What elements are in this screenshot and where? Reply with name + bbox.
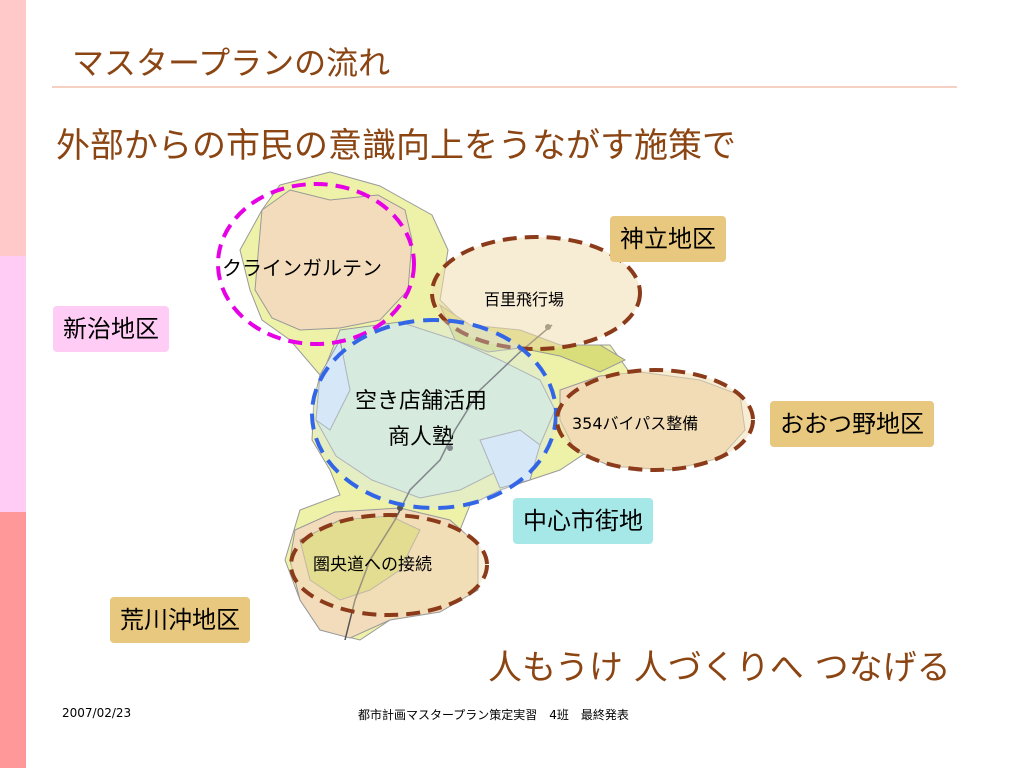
slogan: 人もうけ 人づくりへ つなげる (488, 648, 951, 688)
kleingarten-circle (216, 182, 416, 346)
region-lightblue-west (315, 338, 351, 431)
region-niiji (254, 189, 413, 331)
airfield-label: 百里飛行場 (484, 290, 565, 309)
district-jinryu: 神立地区 (610, 216, 726, 262)
airfield-circle (430, 235, 642, 351)
akiten-label-line2: 商人塾 (388, 425, 455, 450)
district-niiji: 新治地区 (53, 306, 169, 352)
region-lightblue-east (479, 429, 541, 489)
station-marker (447, 445, 453, 451)
sidebar-strip-top (0, 0, 26, 256)
bypass-circle (555, 368, 755, 472)
kenodo-label: 圏央道への接続 (313, 555, 432, 575)
kleingarten-label: クラインガルテン (222, 256, 382, 280)
akiten-label-line1: 空き店舗活用 (355, 389, 488, 414)
district-ootsuno: おおつ野地区 (770, 401, 934, 447)
region-arakawa-olive (299, 515, 421, 601)
kenodo-circle (289, 513, 489, 617)
district-center: 中心市街地 (513, 498, 653, 544)
railway-line-ticks (344, 324, 553, 641)
sidebar-strip-middle (0, 256, 26, 512)
title-divider (52, 86, 957, 88)
slide-subtitle: 外部からの市民の意識向上をうながす施策で (56, 126, 736, 166)
akiten-label: 空き店舗活用 商人塾 (355, 384, 487, 456)
slide-title: マスタープランの流れ (72, 44, 391, 82)
district-arakawa: 荒川沖地区 (110, 597, 250, 643)
bypass-label: 354バイパス整備 (572, 414, 699, 433)
footer-title: 都市計画マスタープラン策定実習 4班 最終発表 (358, 708, 629, 722)
sidebar-strip-bottom (0, 512, 26, 768)
footer-date: 2007/02/23 (62, 706, 132, 720)
